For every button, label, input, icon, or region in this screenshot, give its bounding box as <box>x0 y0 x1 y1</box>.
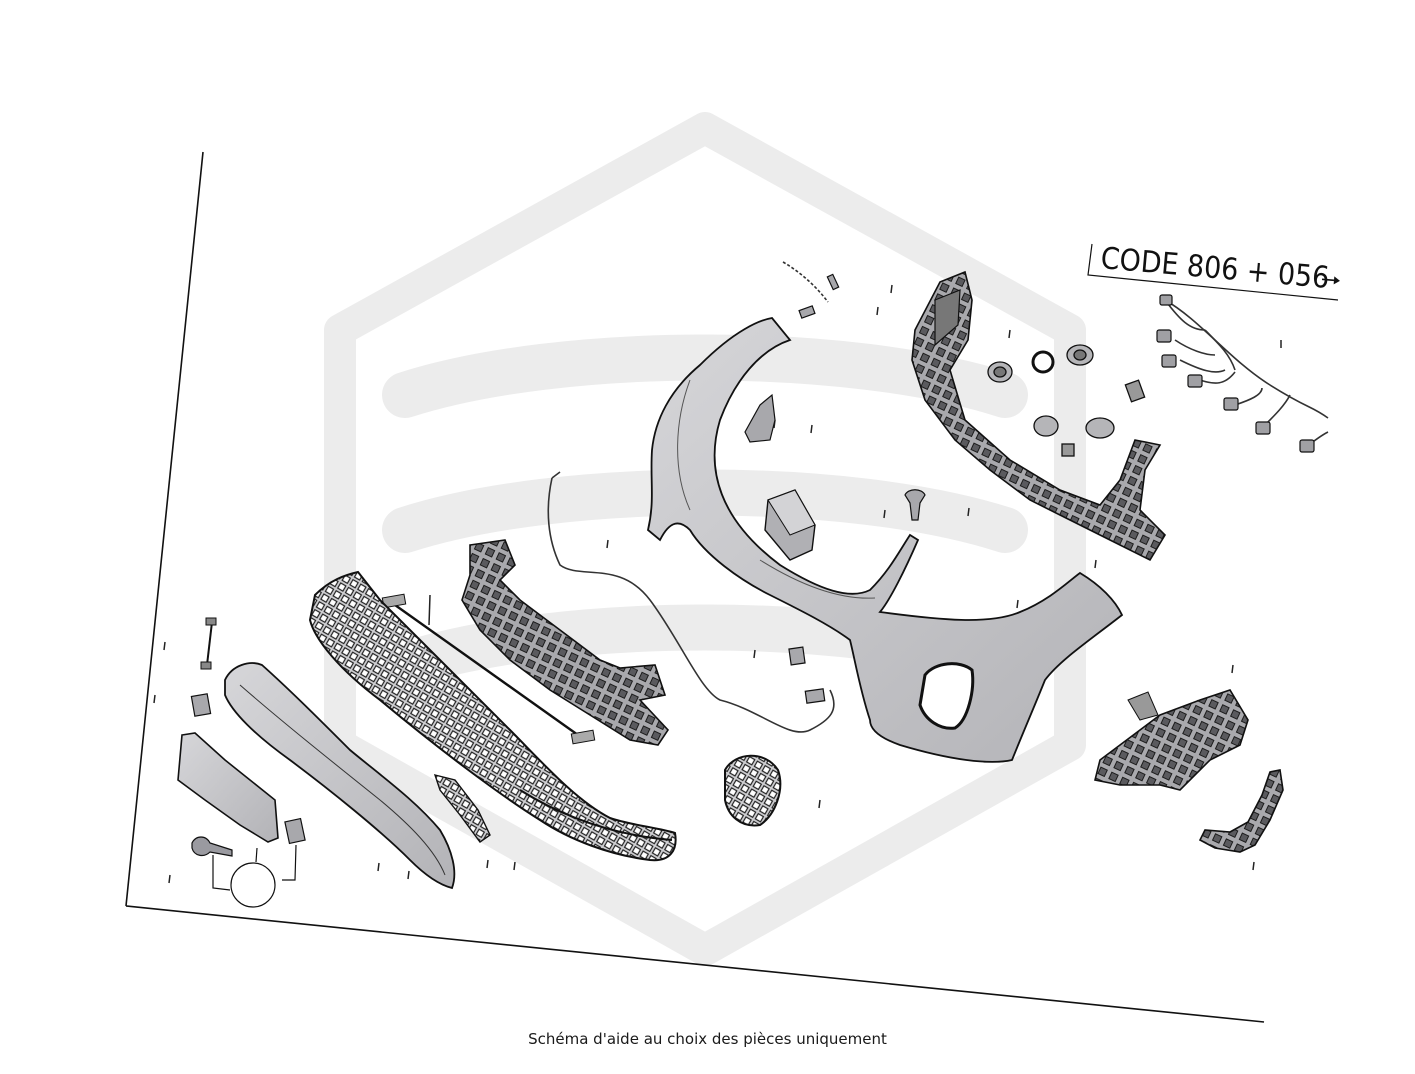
sensor-connectors <box>1156 294 1315 453</box>
parking-sensors <box>987 344 1146 457</box>
side-mounting-bracket <box>1094 689 1249 791</box>
small-clips <box>190 273 926 845</box>
license-plate-holder <box>177 732 279 843</box>
fog-lamp-grille <box>724 754 782 827</box>
fog-lamp-wiring <box>547 261 835 733</box>
sensor-control-module <box>764 489 816 561</box>
trim-insert <box>433 774 491 843</box>
lower-absorber <box>461 539 670 746</box>
parking-sensor-harness <box>1164 299 1329 449</box>
code-label-box: CODE 806 + 056 <box>1087 241 1340 301</box>
arrow-right-icon <box>1321 276 1340 285</box>
trim-strip <box>381 593 596 745</box>
lower-spoiler <box>224 662 456 890</box>
bumper-support-bracket <box>911 270 1167 562</box>
screw-callout <box>191 836 297 908</box>
base-frame <box>125 151 1265 1023</box>
grille-fastener <box>200 617 217 670</box>
lower-side-bracket <box>1198 769 1284 853</box>
front-bumper-cover <box>646 317 1124 763</box>
front-grille <box>308 570 677 862</box>
diagram-caption: Schéma d'aide au choix des pièces unique… <box>528 1030 887 1048</box>
